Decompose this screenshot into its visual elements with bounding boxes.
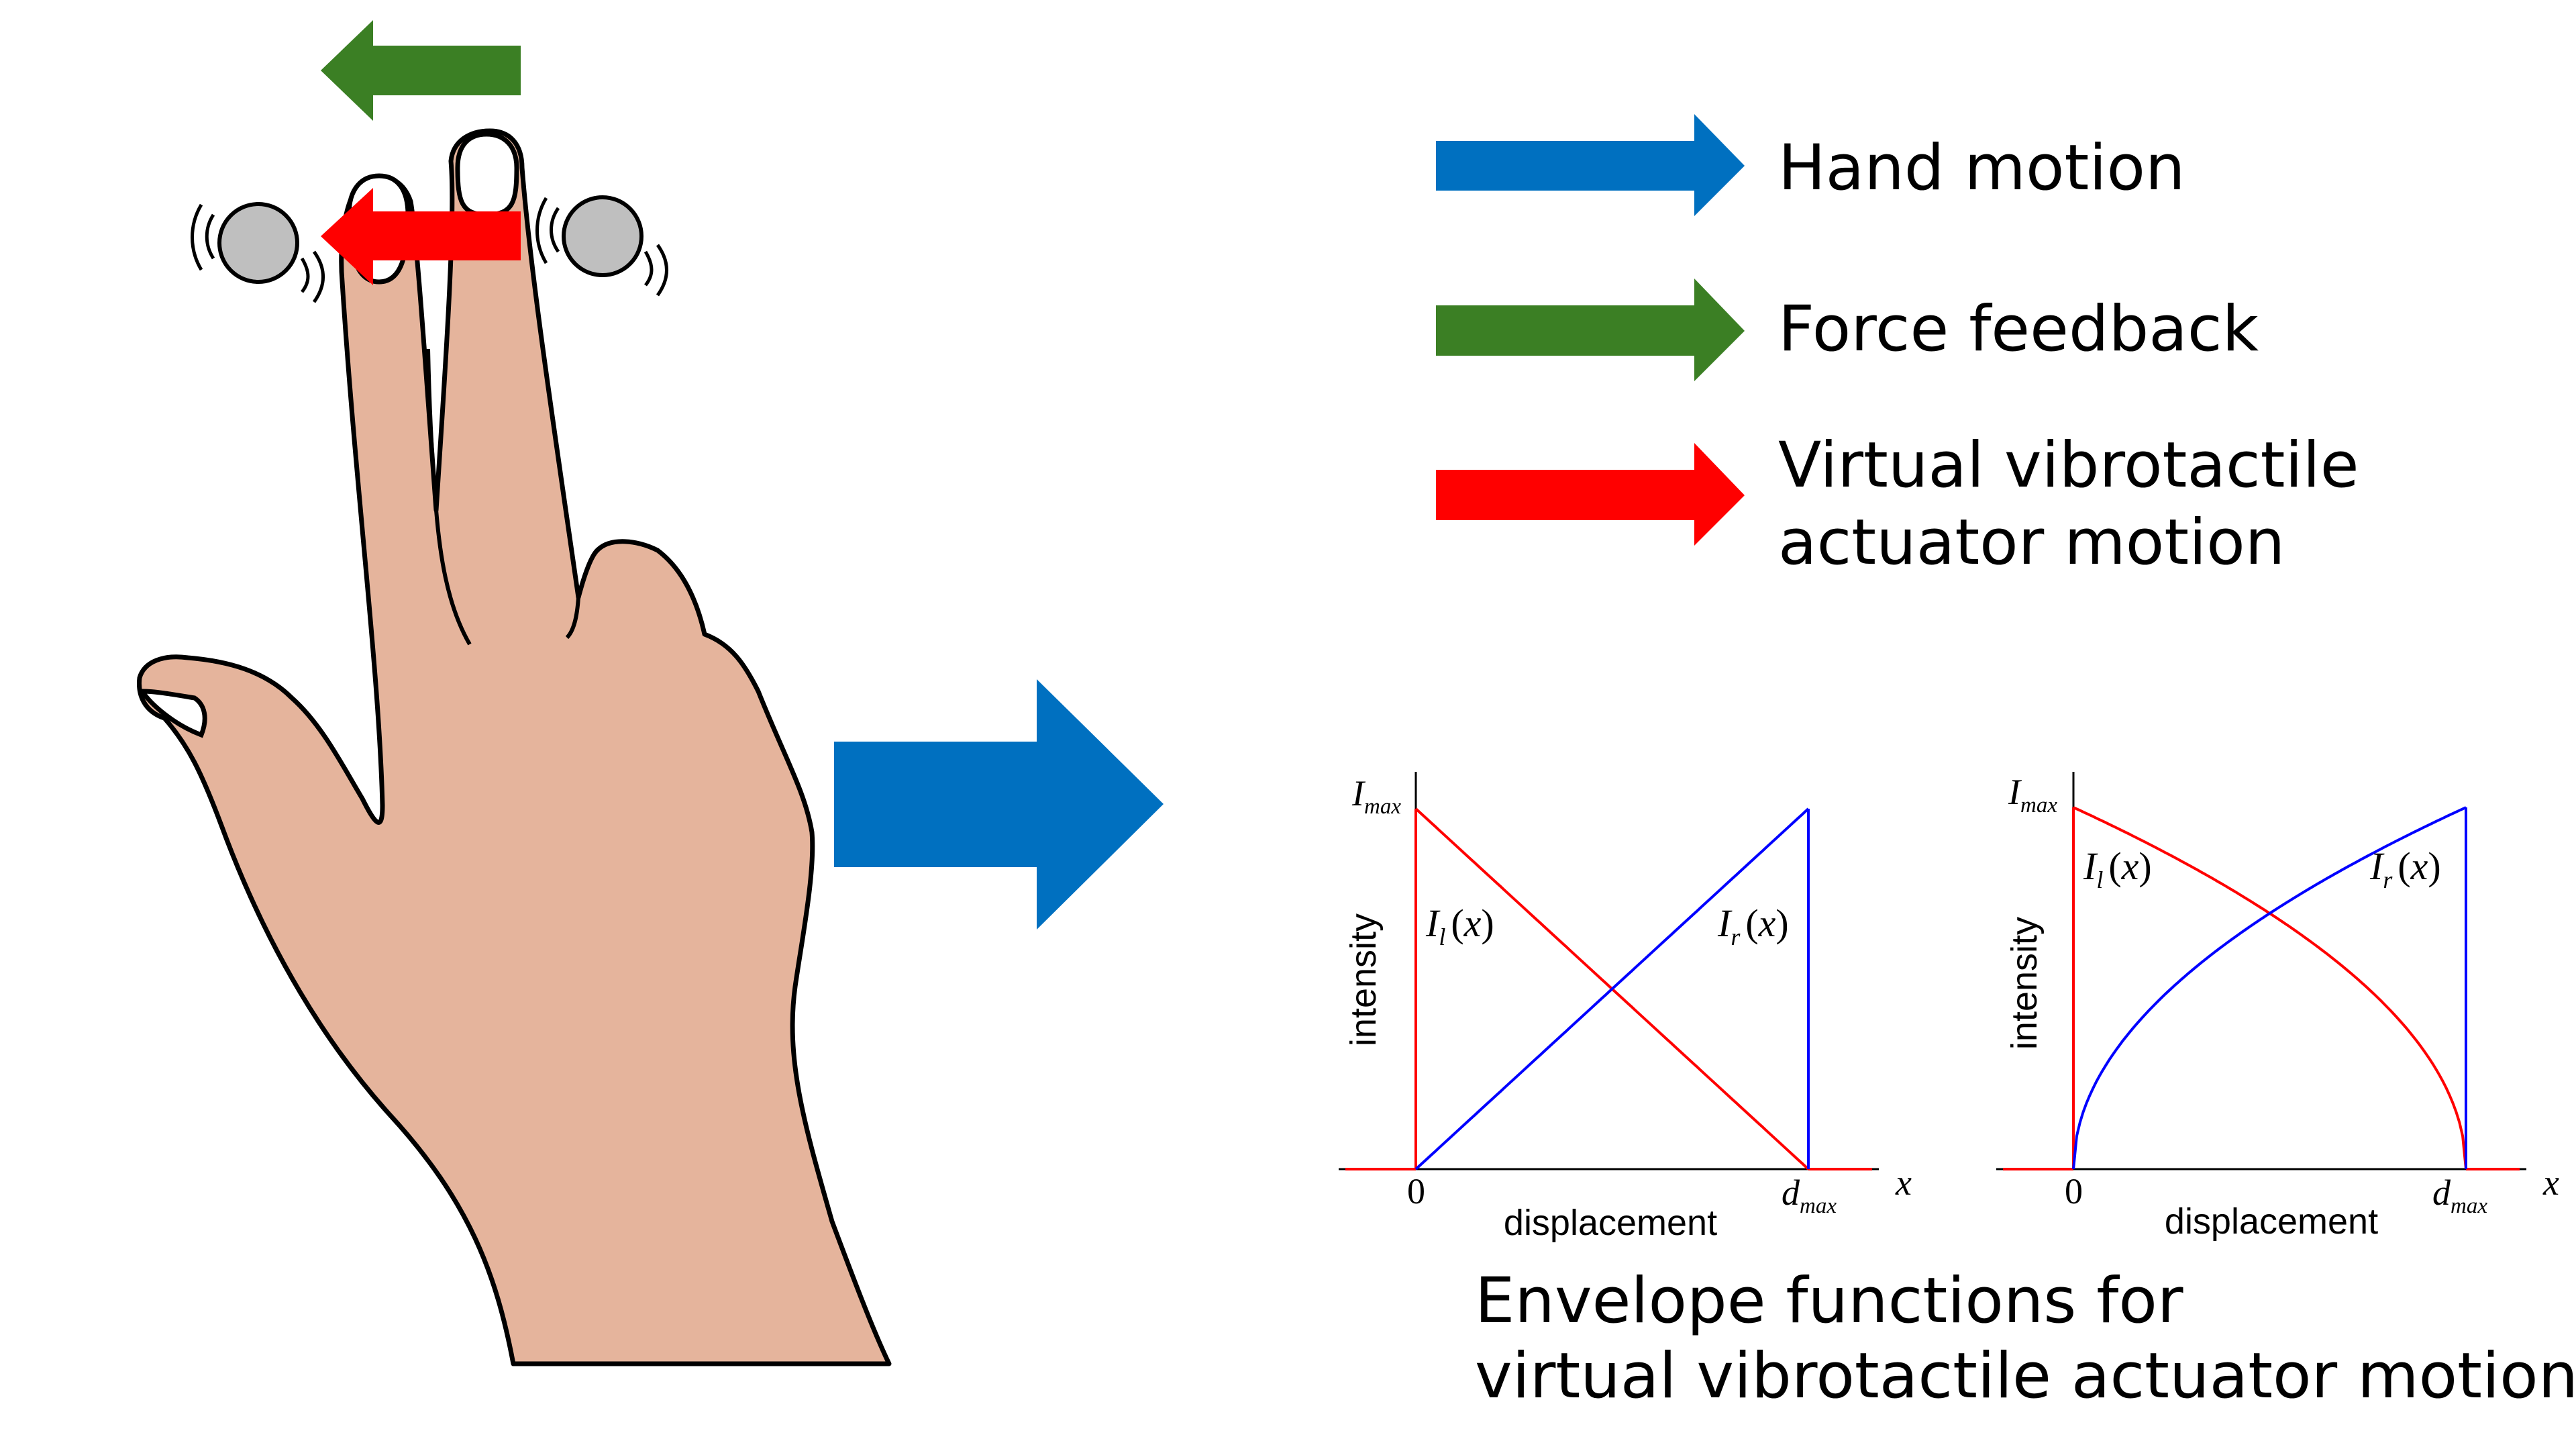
hand-motion-arrow-icon <box>834 679 1164 930</box>
vibration-icon <box>205 213 215 260</box>
vibration-icon <box>300 257 310 293</box>
finger-contour <box>426 348 438 511</box>
force-feedback-arrow-icon <box>321 20 521 121</box>
actuator-circle <box>217 202 299 284</box>
legend-label-actuator-motion-line1: Virtual vibrotactile <box>1778 429 2359 502</box>
envelope-plot-1: Imax dmax 0 x displacement intensity Il(x) Ir(x… <box>1339 772 1912 1243</box>
x-max-label: dmax <box>1782 1172 1837 1218</box>
thumbnail <box>138 689 207 738</box>
vibration-icon <box>312 250 325 303</box>
series-label-left: Il(x) <box>1425 901 1494 950</box>
virtual-actuator-left <box>191 202 325 303</box>
caption-line-1: Envelope functions for <box>1475 1264 2183 1338</box>
finger-gap-line <box>565 597 580 640</box>
legend-arrow-hand-motion-icon <box>1436 114 1745 216</box>
finger-gap-line <box>434 509 472 646</box>
x-axis-label: displacement <box>2165 1201 2378 1242</box>
caption-line-2: virtual vibrotactile actuator motion <box>1475 1340 2576 1413</box>
series-label-right: Ir(x) <box>2369 844 2441 893</box>
legend-arrow-actuator-motion-icon <box>1436 443 1745 546</box>
y-axis-label: intensity <box>2004 917 2045 1050</box>
vibration-icon <box>191 203 203 271</box>
x-zero-label: 0 <box>1407 1171 1425 1211</box>
x-variable-label: x <box>2542 1162 2559 1203</box>
vibration-icon <box>535 197 548 264</box>
vibration-icon <box>550 207 560 253</box>
vibration-icon <box>643 250 654 287</box>
legend-arrow-force-feedback-icon <box>1436 279 1745 381</box>
hand <box>137 128 892 1366</box>
series-line-right <box>2072 806 2467 1170</box>
series-label-left: Il(x) <box>2083 844 2152 893</box>
fingernail <box>455 132 519 217</box>
legend: Hand motion Force feedback Virtual vibro… <box>1436 114 2359 579</box>
actuator-motion-arrow-icon <box>321 188 521 285</box>
y-axis-label: intensity <box>1343 913 1384 1046</box>
x-variable-label: x <box>1895 1162 1912 1203</box>
x-axis-label: displacement <box>1504 1203 1717 1243</box>
y-max-label: Imax <box>2008 772 2057 817</box>
x-max-label: dmax <box>2432 1172 2487 1218</box>
legend-label-force-feedback: Force feedback <box>1778 293 2259 366</box>
vibration-icon <box>656 244 668 297</box>
y-max-label: Imax <box>1351 773 1401 819</box>
x-zero-label: 0 <box>2065 1171 2083 1211</box>
series-label-right: Ir(x) <box>1717 901 1789 950</box>
legend-label-actuator-motion-line2: actuator motion <box>1778 506 2285 579</box>
envelope-plot-2: Imax dmax 0 x displacement intensity Il(x) Ir(x… <box>1996 772 2559 1242</box>
envelope-plots: Imax dmax 0 x displacement intensity Il(x) Ir(x… <box>1339 772 2559 1243</box>
virtual-actuator-right <box>535 195 668 297</box>
hand-illustration <box>137 128 892 1366</box>
series-line-right <box>1414 807 1810 1170</box>
legend-label-hand-motion: Hand motion <box>1778 132 2185 205</box>
actuator-circle <box>562 195 643 277</box>
